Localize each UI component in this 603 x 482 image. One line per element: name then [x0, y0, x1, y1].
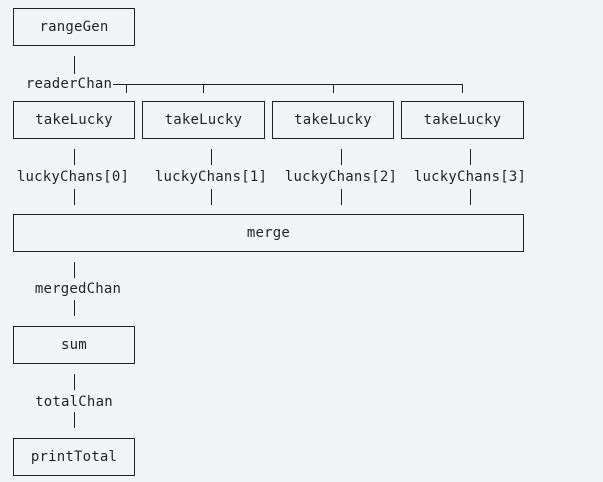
connector-total-bottom: [74, 412, 75, 428]
connector-bus-tick-2: [333, 84, 334, 93]
connector-lucky-2-bottom: [341, 189, 342, 205]
label-lucky-chan-3: luckyChans[3]: [413, 169, 527, 185]
label-lucky-chan-2: luckyChans[2]: [284, 169, 398, 185]
node-take-lucky-1: takeLucky: [142, 101, 265, 139]
label-merged-chan: mergedChan: [34, 281, 122, 297]
node-sum: sum: [13, 326, 135, 364]
node-take-lucky-3: takeLucky: [401, 101, 524, 139]
connector-merged-top: [74, 262, 75, 278]
node-merge: merge: [13, 214, 524, 252]
connector-lucky-2-top: [341, 149, 342, 165]
node-range-gen: rangeGen: [13, 8, 135, 46]
connector-lucky-1-top: [211, 149, 212, 165]
connector-lucky-0-top: [74, 149, 75, 165]
connector-bus-tick-0: [126, 84, 127, 93]
connector-rangegen-down: [74, 56, 75, 74]
connector-bus-tick-1: [203, 84, 204, 93]
connector-lucky-1-bottom: [211, 189, 212, 205]
connector-reader-bus: [113, 84, 463, 85]
label-total-chan: totalChan: [35, 394, 113, 410]
node-print-total: printTotal: [13, 438, 135, 476]
connector-total-top: [74, 374, 75, 390]
connector-bus-tick-3: [462, 84, 463, 93]
node-take-lucky-0: takeLucky: [13, 101, 135, 139]
node-take-lucky-2: takeLucky: [272, 101, 394, 139]
connector-lucky-3-bottom: [470, 189, 471, 205]
connector-lucky-0-bottom: [74, 189, 75, 205]
connector-merged-bottom: [74, 300, 75, 316]
connector-lucky-3-top: [470, 149, 471, 165]
label-lucky-chan-0: luckyChans[0]: [16, 169, 130, 185]
label-lucky-chan-1: luckyChans[1]: [154, 169, 268, 185]
label-reader-chan: readerChan: [25, 76, 113, 92]
